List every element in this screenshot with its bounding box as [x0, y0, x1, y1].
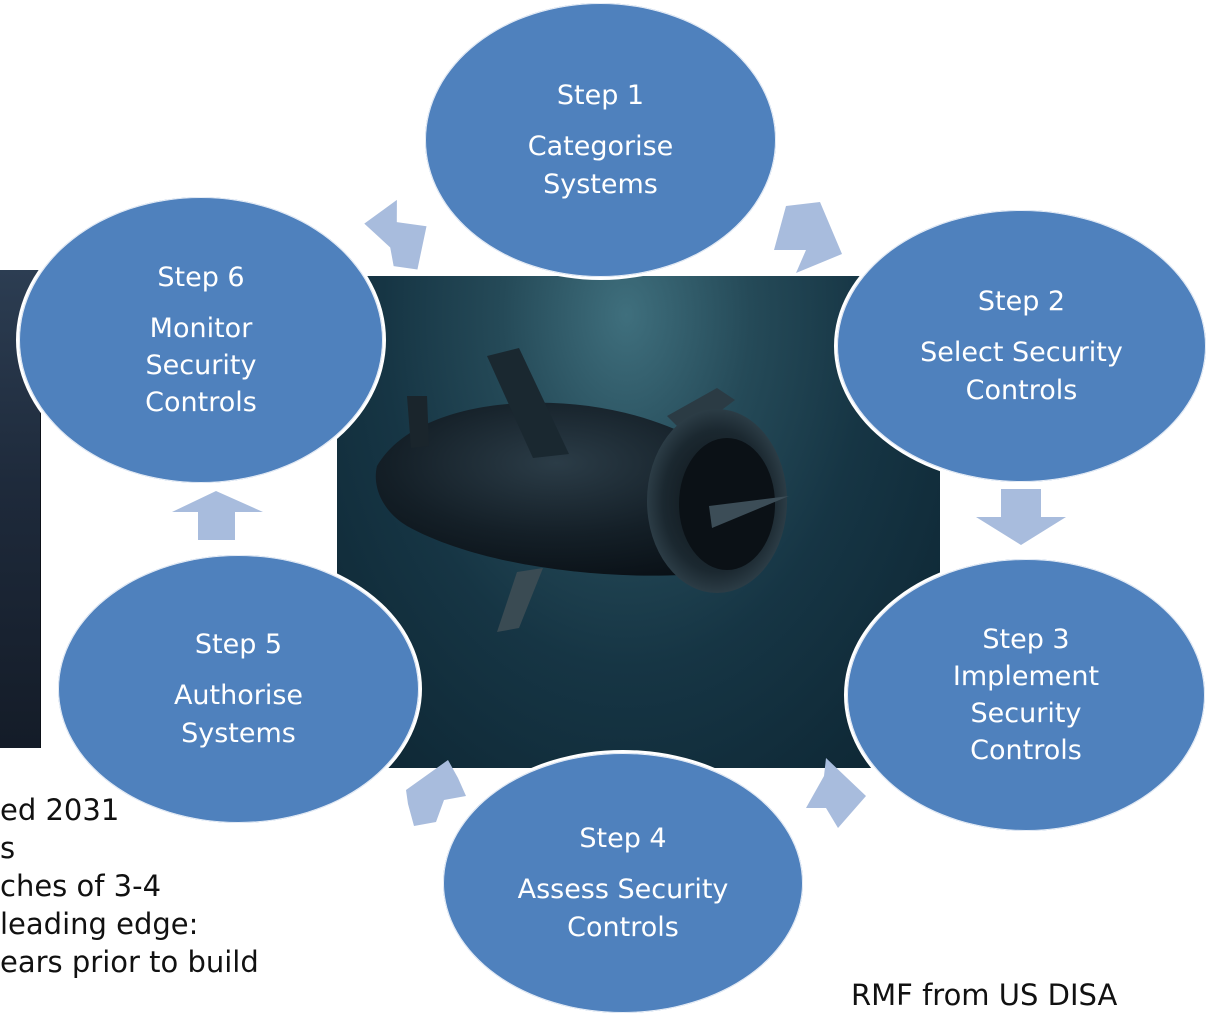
body-text-line: ches of 3-4 [0, 869, 162, 903]
step-5-title: Authorise Systems [173, 680, 304, 749]
step-6-node: Step 6 Monitor Security Controls [16, 194, 386, 486]
arrow-1-to-2 [774, 202, 842, 273]
step-2-number: Step 2 [977, 286, 1066, 318]
step-1-number: Step 1 [556, 80, 645, 112]
body-text: ed 2031 s ches of 3-4 leading edge: ears… [0, 791, 340, 981]
step-3-title: Implement Security Controls [952, 660, 1100, 767]
step-1-node: Step 1 Categorise Systems [422, 0, 779, 280]
arrow-2-to-3 [976, 489, 1066, 545]
arrow-5-to-6 [172, 491, 263, 540]
step-3-number: Step 3 [982, 623, 1070, 655]
step-5-node: Step 5 Authorise Systems [55, 552, 422, 826]
arrow-4-to-5 [406, 760, 466, 826]
step-4-title: Assess Security Controls [517, 874, 729, 943]
step-4-number: Step 4 [579, 823, 667, 855]
source-caption: RMF from US DISA [851, 978, 1118, 1012]
step-5-number: Step 5 [194, 629, 283, 661]
body-text-line: ed 2031 [0, 793, 120, 827]
arrow-6-to-1 [364, 199, 427, 270]
step-6-title: Monitor Security Controls [145, 312, 257, 419]
step-3-node: Step 3 Implement Security Controls [844, 556, 1208, 834]
arrow-3-to-4 [806, 758, 866, 828]
step-4-node: Step 4 Assess Security Controls [440, 750, 806, 1016]
body-text-line: ears prior to build [0, 945, 259, 979]
body-text-line: s [0, 831, 16, 865]
step-2-title: Select Security Controls [920, 337, 1123, 406]
step-1-title: Categorise Systems [527, 131, 674, 200]
body-text-line: leading edge: [0, 907, 199, 941]
step-6-number: Step 6 [157, 261, 245, 293]
step-2-node: Step 2 Select Security Controls [834, 207, 1208, 485]
